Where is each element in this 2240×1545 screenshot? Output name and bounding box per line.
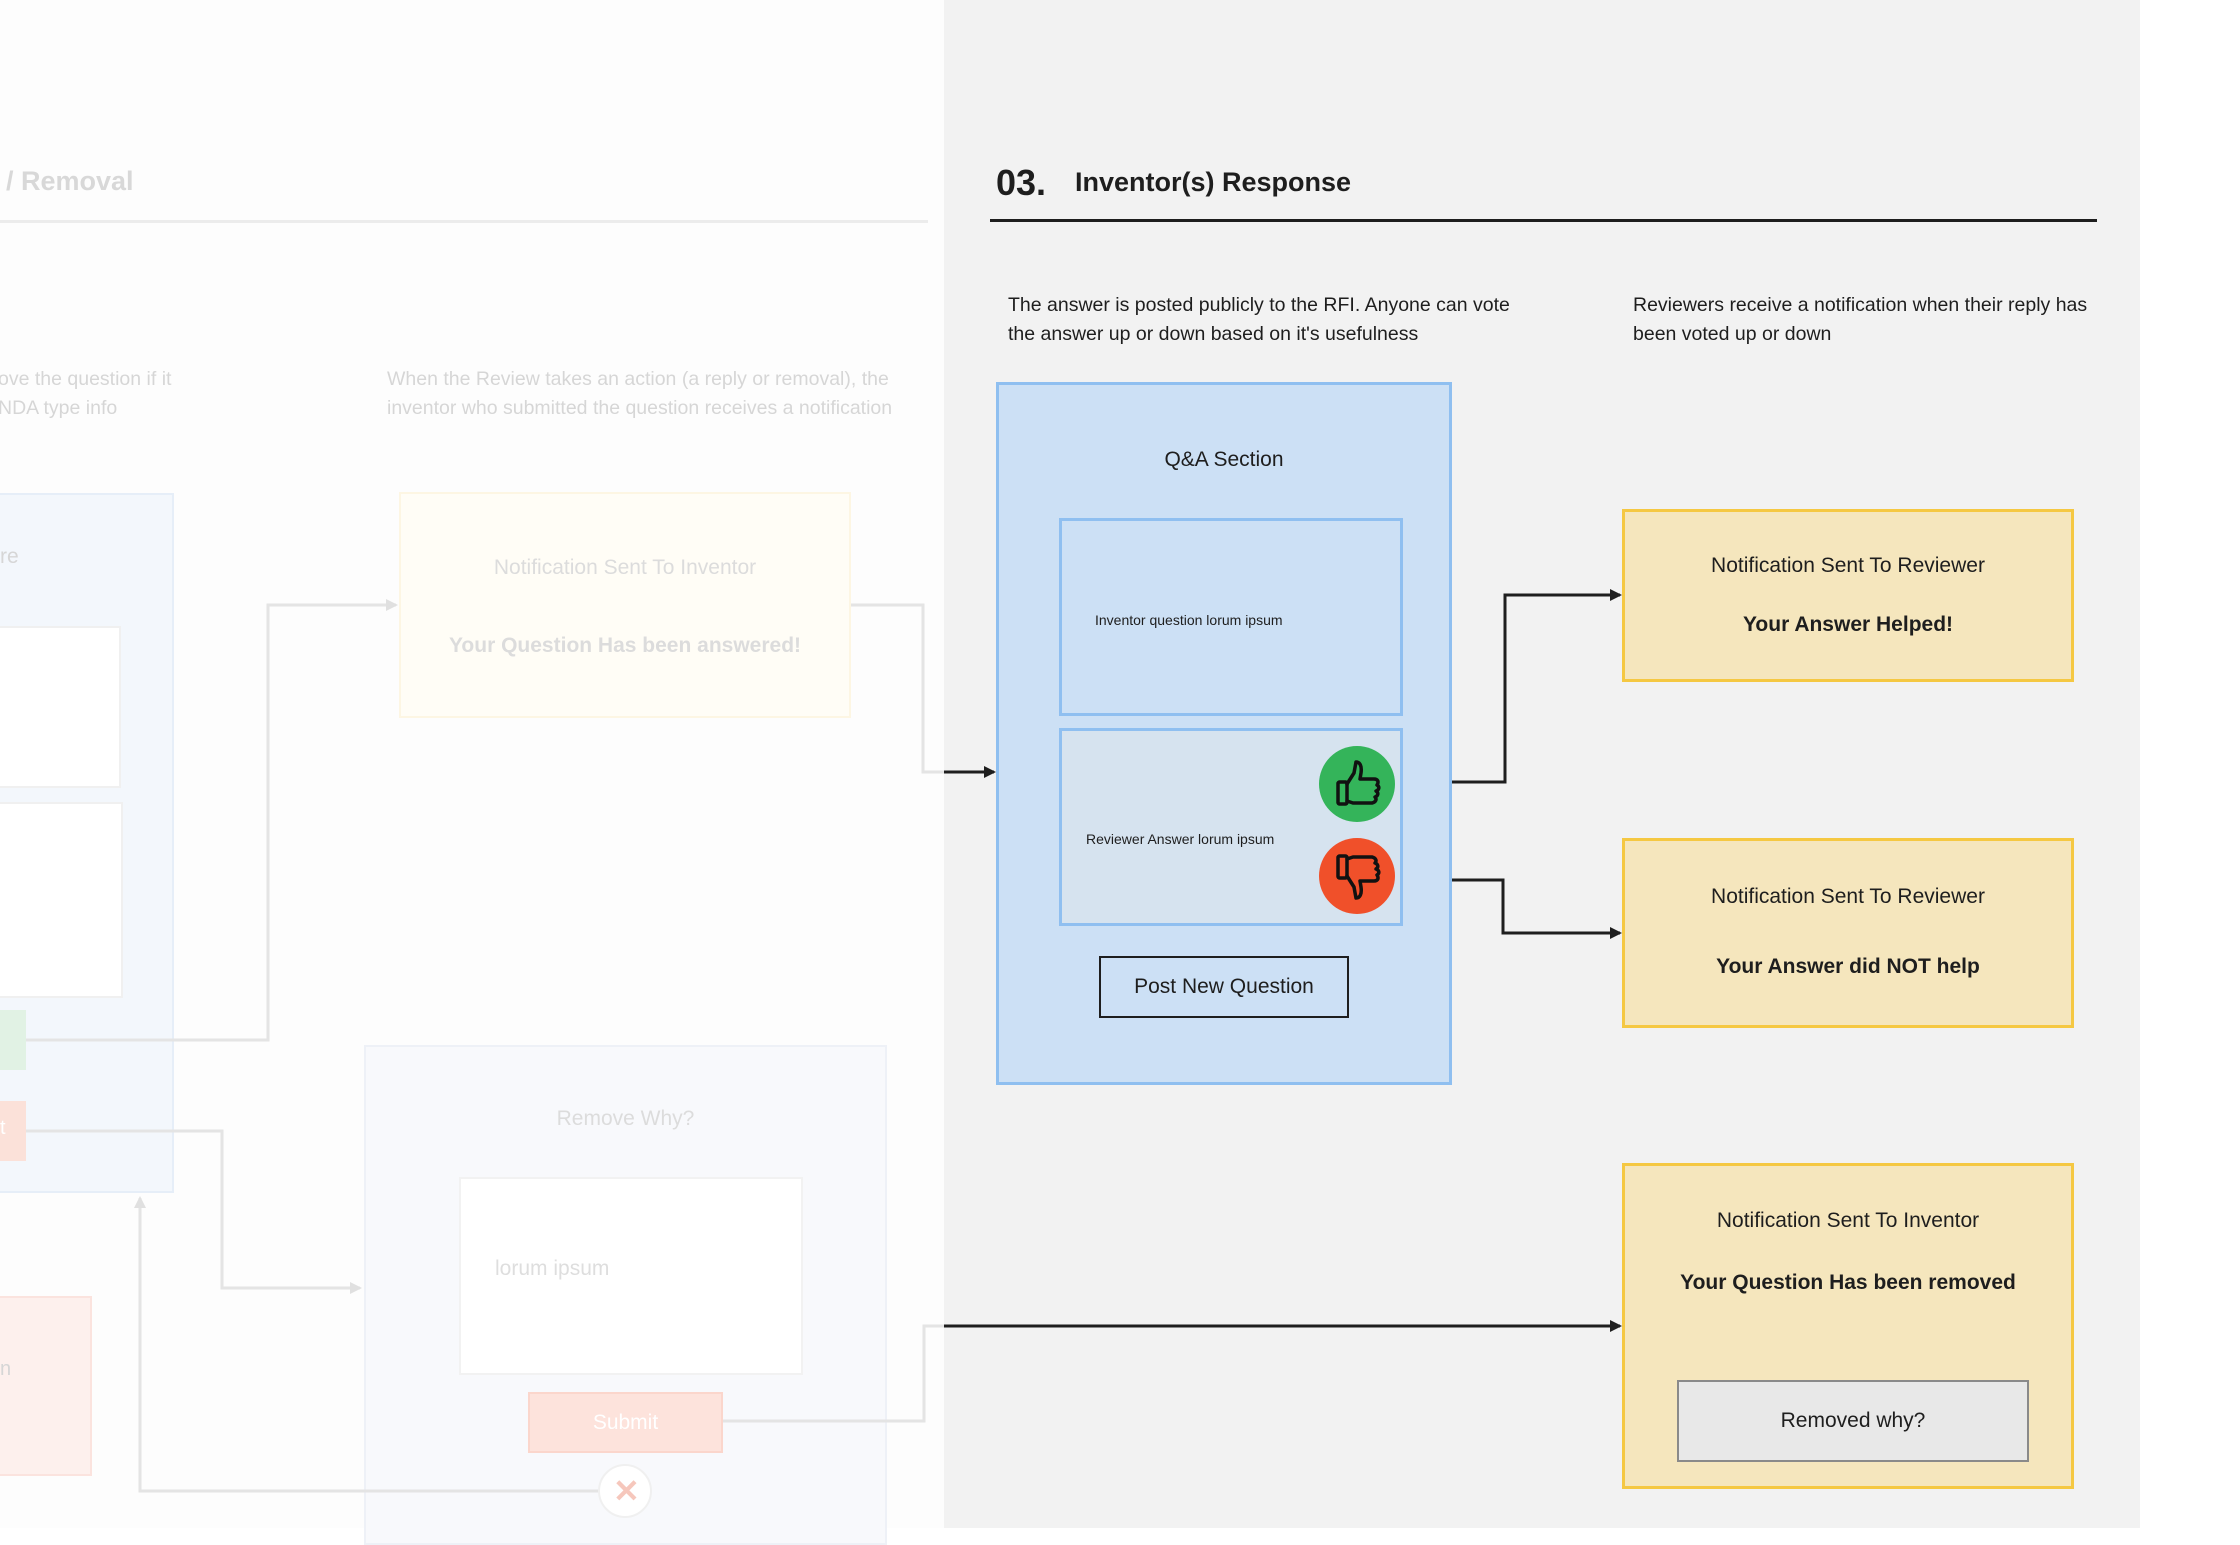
qa-section-title: Q&A Section: [1164, 448, 1284, 471]
section-title: Inventor(s) Response: [1075, 167, 1352, 197]
faded-wire-close: [134, 1196, 598, 1493]
thumbs-up-icon: [1336, 760, 1381, 806]
notification-answer-helped: Notification Sent To Reviewer Your Answe…: [1622, 509, 2074, 682]
faded-pink-box: [0, 1296, 92, 1476]
section-divider: [990, 219, 2097, 222]
desc-reviewer-notification: Reviewers receive a notification when th…: [1633, 294, 2088, 345]
notification-message: Your Answer Helped!: [1742, 613, 1954, 636]
faded-notification-title: Notification Sent To Inventor: [493, 556, 757, 579]
notification-message: Your Answer did NOT help: [1716, 955, 1980, 978]
faded-wire-notification: [851, 603, 944, 774]
thumbs-down-icon: [1336, 854, 1381, 900]
post-new-question-button[interactable]: Post New Question: [1099, 956, 1349, 1018]
faded-notification-inventor: Notification Sent To Inventor Your Quest…: [399, 492, 851, 718]
thumbs-up-button[interactable]: [1319, 746, 1395, 822]
remove-reason-placeholder: lorum ipsum: [495, 1257, 610, 1280]
faded-wire-green: [26, 599, 398, 1042]
remove-dialog-title: Remove Why?: [556, 1107, 695, 1130]
faded-red-button-label: t: [0, 1117, 6, 1139]
thumbs-down-button[interactable]: [1319, 838, 1395, 914]
left-desc-fragment-2: NDA type info: [0, 397, 118, 419]
section-number: 03.: [996, 162, 1047, 203]
faded-card-label: re: [0, 545, 19, 568]
notification-message: Your Question Has been removed: [1680, 1271, 2016, 1294]
inventor-question-text: Inventor question lorum ipsum: [1095, 612, 1283, 628]
remove-reason-input[interactable]: lorum ipsum: [459, 1177, 803, 1375]
notification-title: Notification Sent To Reviewer: [1711, 554, 1985, 577]
left-section-divider: [0, 220, 928, 223]
faded-pink-box-label: n: [0, 1358, 12, 1380]
left-faded-panel: / Removal ove the question if it NDA typ…: [0, 0, 944, 1545]
notification-answer-not-helped: Notification Sent To Reviewer Your Answe…: [1622, 838, 2074, 1028]
desc-answer-public: The answer is posted publicly to the RFI…: [1008, 294, 1510, 345]
remove-submit-button[interactable]: Submit: [528, 1392, 723, 1453]
notification-question-removed: Notification Sent To Inventor Your Quest…: [1622, 1163, 2074, 1489]
faded-close-button[interactable]: ✕: [598, 1464, 652, 1518]
left-desc-fragment-1: ove the question if it: [0, 368, 172, 390]
faded-notification-message: Your Question Has been answered!: [448, 634, 802, 657]
reviewer-answer-text: Reviewer Answer lorum ipsum: [1086, 831, 1275, 847]
notification-title: Notification Sent To Inventor: [1716, 1209, 1980, 1232]
faded-wire-red: [26, 1129, 362, 1294]
notification-title: Notification Sent To Reviewer: [1711, 885, 1985, 908]
faded-card-field-2: [0, 802, 123, 998]
left-section-title: / Removal: [6, 166, 134, 196]
faded-green-button[interactable]: [0, 1010, 26, 1070]
faded-card-field-1: [0, 626, 121, 788]
close-icon: ✕: [613, 1473, 640, 1509]
inventor-question-box: Inventor question lorum ipsum: [1059, 518, 1403, 716]
removed-why-button[interactable]: Removed why?: [1677, 1380, 2029, 1462]
faded-wire-submit: [723, 1324, 944, 1423]
left-desc-notification: When the Review takes an action (a reply…: [387, 368, 893, 419]
faded-red-button[interactable]: t: [0, 1101, 26, 1161]
